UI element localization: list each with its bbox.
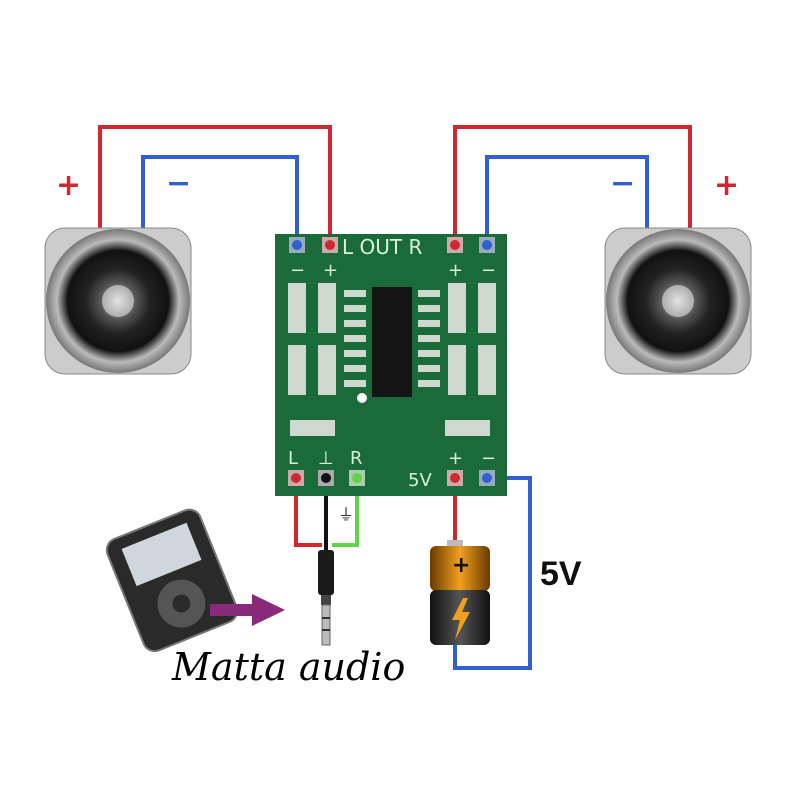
board-in-ground-label: ⊥: [318, 448, 334, 469]
board-in-left-label: L: [288, 448, 298, 469]
left-speaker-icon: [44, 227, 192, 375]
supply-voltage-label: 5V: [540, 555, 582, 593]
caption: Matta audio: [171, 645, 405, 689]
music-player-icon: [105, 508, 239, 653]
audio-jack-icon: [318, 550, 334, 646]
board-out-right-minus: −: [481, 260, 496, 281]
board-power-plus: +: [448, 448, 463, 469]
input-right-green-wire: [332, 478, 359, 547]
board-out-right-plus: +: [448, 260, 463, 281]
left-plus-label: +: [56, 168, 81, 203]
input-left-red-wire: [294, 478, 322, 547]
arrow-icon: [210, 594, 285, 626]
board-out-label: L OUT R: [342, 235, 422, 259]
right-plus-label: +: [714, 168, 739, 203]
right-speaker-icon: [604, 227, 752, 375]
battery-icon: +: [430, 540, 490, 645]
board-power-minus: −: [481, 448, 496, 469]
power-blue-wire: [453, 476, 532, 670]
svg-text:+: +: [452, 553, 470, 578]
board-out-left-minus: −: [290, 260, 305, 281]
amplifier-board: L OUT R − + + − L ⊥ R 5V + −: [275, 234, 507, 496]
left-blue-wire: [141, 155, 299, 243]
left-minus-label: −: [166, 166, 191, 201]
board-out-left-plus: +: [323, 260, 338, 281]
right-minus-label: −: [610, 166, 635, 201]
board-in-right-label: R: [350, 448, 363, 469]
right-blue-wire: [485, 155, 649, 243]
right-red-wire: [453, 125, 692, 243]
left-red-wire: [98, 125, 332, 243]
ground-symbol: ⏚: [338, 505, 354, 524]
board-power-label: 5V: [408, 470, 432, 491]
